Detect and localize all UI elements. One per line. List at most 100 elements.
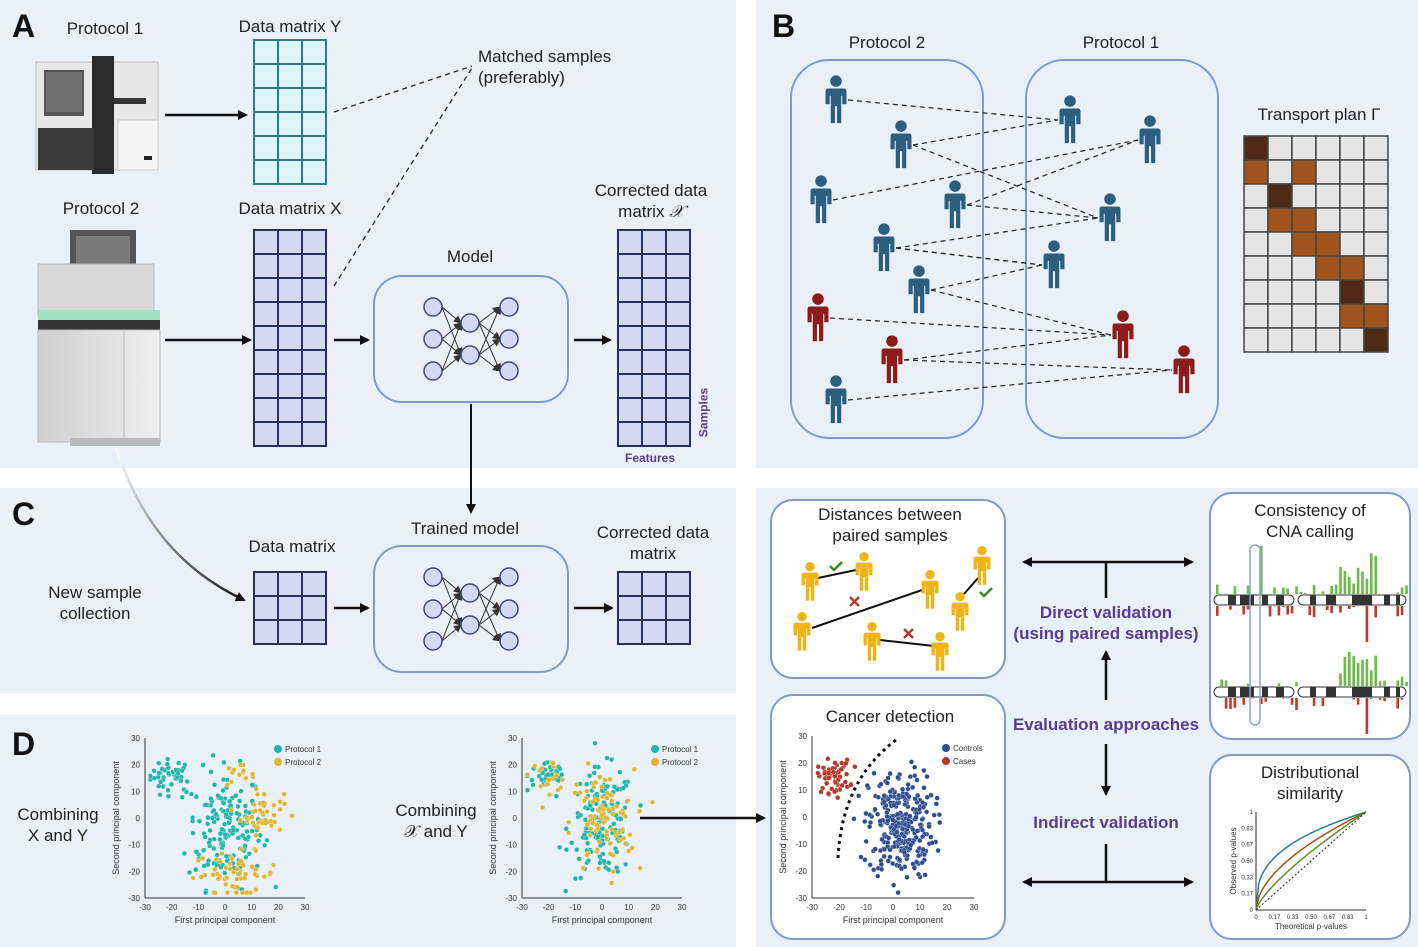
person-body <box>807 306 829 342</box>
pair-link <box>879 639 935 647</box>
loss-bar <box>1374 606 1377 618</box>
scatter-point <box>539 777 545 783</box>
consistency-label: Consistency of CNA calling <box>1220 500 1400 542</box>
nn-edge <box>441 576 462 594</box>
matrix-cell <box>617 397 643 423</box>
scatter-point <box>928 792 934 798</box>
panel-c-background <box>0 488 736 694</box>
nn-node <box>499 361 519 381</box>
person-body <box>793 622 811 651</box>
person-icon <box>855 552 873 591</box>
person-icon <box>873 223 895 272</box>
scatter-point <box>636 808 643 814</box>
person-head <box>913 265 925 277</box>
y-axis-label: Second principal component <box>111 761 121 875</box>
nn-node <box>423 297 443 317</box>
matrix-cell <box>617 277 643 303</box>
scatter-point <box>227 798 233 804</box>
matrix-cell <box>301 159 327 185</box>
matrix-cell <box>665 349 691 375</box>
person-body <box>825 388 847 424</box>
x-tick-label: -10 <box>860 903 872 912</box>
protocol2-group-box <box>790 59 984 439</box>
loss-bar <box>1233 698 1237 708</box>
combining-xy-line1: Combining <box>17 805 99 824</box>
transport-link <box>903 334 1112 361</box>
scatter-point <box>255 825 261 831</box>
transport-cell <box>1363 135 1389 161</box>
scatter-point <box>211 836 217 842</box>
matrix-cell <box>301 349 327 375</box>
person-head <box>977 546 987 556</box>
scatter-point <box>621 835 627 841</box>
matrix-cell <box>277 277 303 303</box>
transport-cell <box>1339 255 1365 281</box>
scatter-point <box>277 827 283 833</box>
matrix-cell <box>617 571 643 597</box>
matrix-y-label: Data matrix Y <box>238 17 342 36</box>
trained-model-label: Trained model <box>410 519 520 538</box>
loss-bar <box>1312 698 1316 707</box>
scatter-point <box>260 800 266 806</box>
scatter-point <box>574 782 580 788</box>
scatter-point <box>193 794 199 800</box>
scatter-point <box>609 880 615 886</box>
scatter-point <box>596 839 602 845</box>
scatter-point <box>905 782 911 788</box>
loss-bar <box>1242 698 1245 705</box>
legend-marker <box>651 758 659 766</box>
person-icon <box>801 562 819 601</box>
features-axis-label: Features <box>624 451 676 465</box>
scatter-point <box>190 815 196 821</box>
scatter-point <box>234 866 240 872</box>
scatter-point <box>585 760 591 766</box>
person-head <box>815 175 827 187</box>
scatter-point <box>591 770 597 776</box>
corrected-symbol: 𝒳 <box>669 202 684 222</box>
scatter-point <box>887 847 893 853</box>
matrix-cell <box>277 325 303 351</box>
scatter-point <box>826 770 832 776</box>
scatter-point <box>629 845 635 851</box>
matrix-cell <box>301 619 327 645</box>
scatter-point <box>615 868 621 875</box>
sample-people <box>807 75 1195 424</box>
panel-letter-d: D <box>12 726 36 762</box>
corrected-line2-text: matrix <box>618 202 665 221</box>
gain-bar <box>1383 680 1386 686</box>
scatter-point <box>832 760 838 766</box>
scatter-point <box>863 810 869 817</box>
qq-line <box>1255 811 1367 911</box>
scatter-point <box>878 861 884 867</box>
scatter-point <box>920 799 926 806</box>
scatter-point <box>151 768 157 774</box>
y-tick-label: -10 <box>505 841 517 850</box>
c-corrected-line1: Corrected data <box>596 523 710 542</box>
scatter-point <box>210 872 216 878</box>
matrix-cell <box>253 325 279 351</box>
scatter-point <box>826 775 832 781</box>
scatter-point <box>157 792 163 798</box>
nn-node <box>499 297 519 317</box>
matrix-cell <box>665 619 691 645</box>
scatter-point <box>884 780 890 786</box>
gain-bar <box>1405 681 1408 686</box>
scatter-point <box>238 817 244 823</box>
qq-x-tick: 0 <box>1254 915 1258 921</box>
scatter-point <box>576 856 582 862</box>
loss-bar <box>1330 606 1333 614</box>
nn-edge <box>441 624 462 642</box>
cross-icon <box>903 628 914 639</box>
transport-cell <box>1363 207 1389 233</box>
qq-y-tick: 0.33 <box>1241 875 1253 881</box>
gain-bar <box>1216 584 1219 594</box>
qq-y-tick: 0 <box>1250 908 1254 914</box>
scatter-point <box>175 770 181 776</box>
scatter-point <box>201 847 207 853</box>
scatter-point <box>906 823 912 829</box>
matrix-cell <box>665 373 691 399</box>
person-head <box>1104 193 1116 205</box>
transport-cell <box>1243 279 1269 305</box>
scatter-point <box>587 773 593 779</box>
scatter-point <box>899 826 906 832</box>
